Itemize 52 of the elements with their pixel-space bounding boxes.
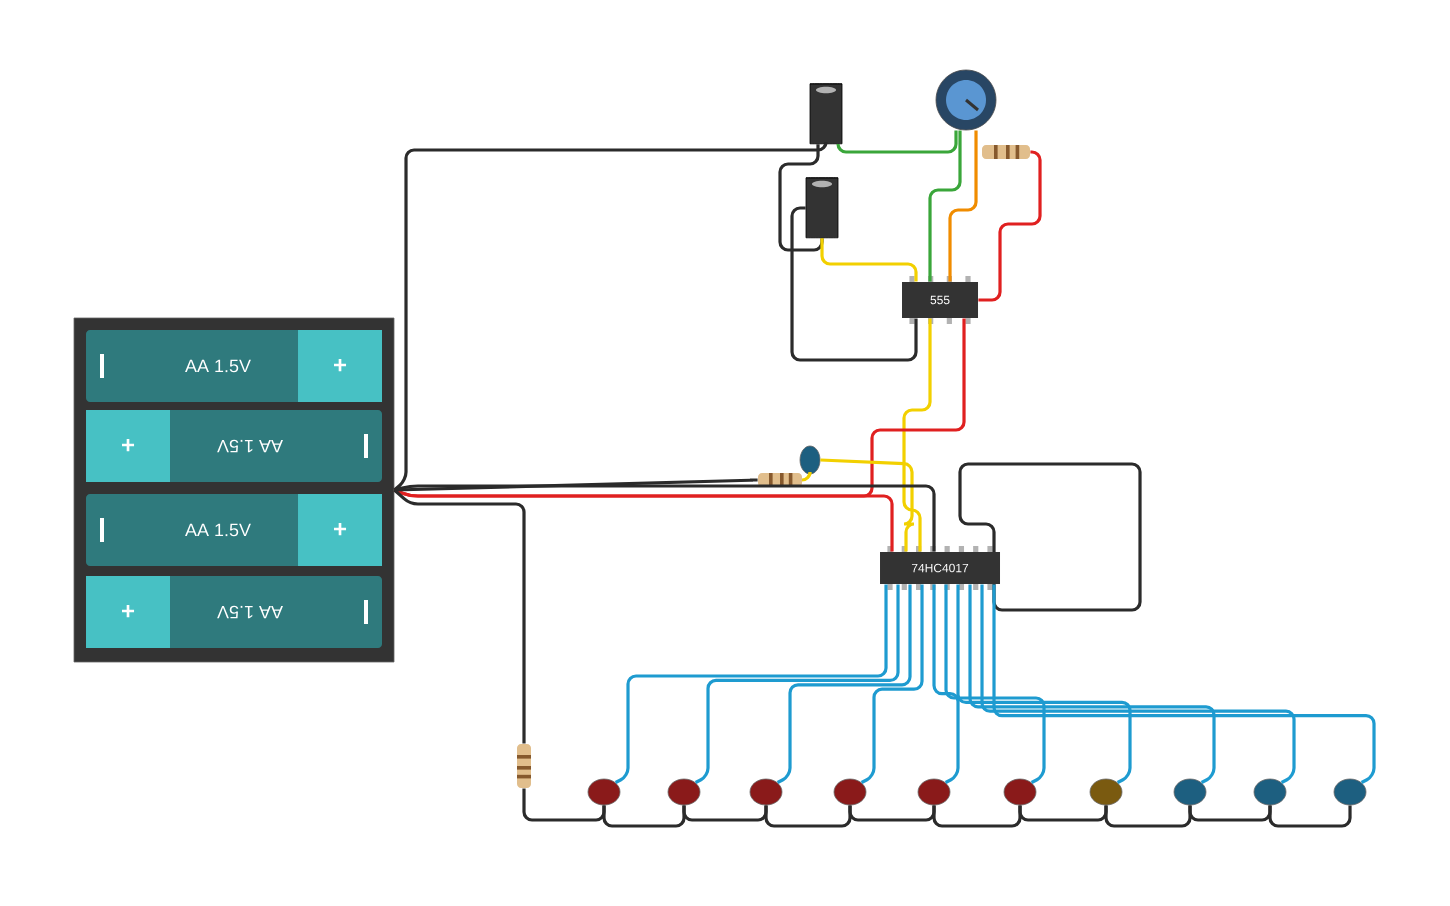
capacitor [805, 177, 839, 239]
battery-cell: AA 1.5V + [86, 410, 382, 482]
led [1253, 778, 1287, 806]
led [799, 445, 821, 475]
led [1003, 778, 1037, 806]
led [833, 778, 867, 806]
wire [944, 584, 1046, 784]
wire [393, 488, 526, 744]
wire [764, 805, 852, 828]
wire [614, 584, 888, 784]
wire [694, 584, 900, 784]
wire [790, 206, 918, 362]
wire [682, 805, 768, 822]
wire [820, 238, 918, 282]
potentiometer [935, 69, 997, 131]
wire [928, 130, 962, 282]
wire [980, 584, 1296, 784]
wire [932, 584, 960, 784]
wire [860, 584, 924, 784]
wire [778, 144, 824, 252]
wire [1104, 805, 1192, 828]
wire [968, 584, 1216, 784]
led [749, 778, 783, 806]
wire [776, 584, 912, 784]
wire [932, 805, 1022, 828]
led [587, 778, 621, 806]
led [667, 778, 701, 806]
wire [902, 318, 932, 552]
battery-cell: AA 1.5V + [86, 330, 382, 402]
wire [836, 130, 958, 154]
wire [956, 584, 1132, 784]
capacitor [809, 83, 843, 145]
wire [1018, 805, 1108, 822]
wire [948, 130, 978, 282]
wire [1268, 805, 1352, 828]
led [1333, 778, 1367, 806]
wire [800, 470, 812, 482]
led [1089, 778, 1123, 806]
wire [992, 584, 1376, 784]
wire [602, 805, 686, 828]
battery-cell: AA 1.5V + [86, 494, 382, 566]
wire [522, 788, 606, 822]
led [917, 778, 951, 806]
led [1173, 778, 1207, 806]
wire [820, 458, 916, 552]
wire [848, 805, 936, 822]
wire [393, 140, 828, 492]
wire [1188, 805, 1272, 822]
battery-cell: AA 1.5V + [86, 576, 382, 648]
resistor [982, 145, 1030, 159]
wire [394, 478, 758, 492]
resistor [517, 744, 531, 788]
